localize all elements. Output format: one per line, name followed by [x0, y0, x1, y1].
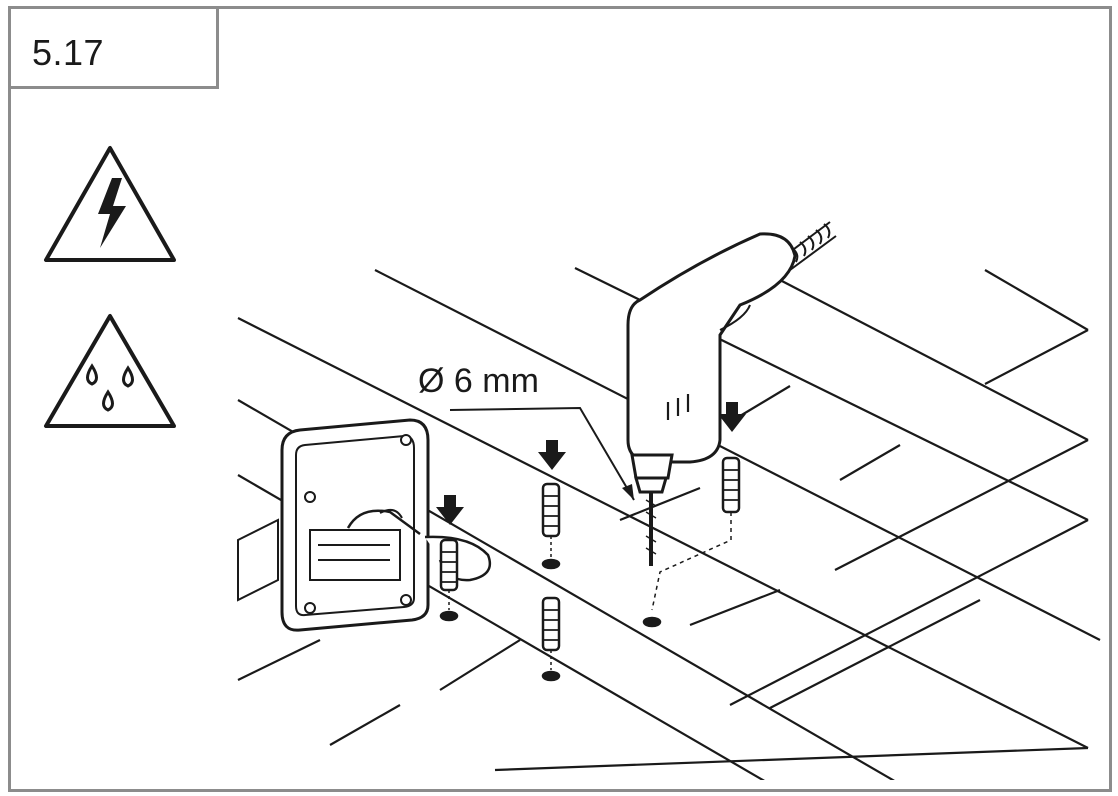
wall-plug-1	[439, 538, 459, 622]
insert-arrows	[436, 402, 746, 525]
drill-diameter-label: Ø 6 mm	[418, 362, 539, 400]
wall-plug-2	[541, 482, 561, 570]
arrow-down-icon	[538, 440, 566, 470]
wall-plug-3	[541, 596, 561, 682]
water-droplets-warning-icon	[44, 314, 176, 428]
drill-diameter-annotation: Ø 6 mm	[418, 362, 635, 501]
high-voltage-warning-icon	[44, 146, 176, 262]
step-number-box: 5.17	[8, 6, 219, 89]
arrow-down-icon	[436, 495, 464, 525]
socket-box	[237, 418, 492, 632]
arrow-down-icon	[718, 402, 746, 432]
wall-plugs	[436, 402, 746, 682]
instruction-panel-frame	[8, 6, 1112, 792]
step-number: 5.17	[32, 32, 105, 73]
power-drill	[626, 221, 837, 566]
wall-plug-4	[642, 456, 741, 628]
